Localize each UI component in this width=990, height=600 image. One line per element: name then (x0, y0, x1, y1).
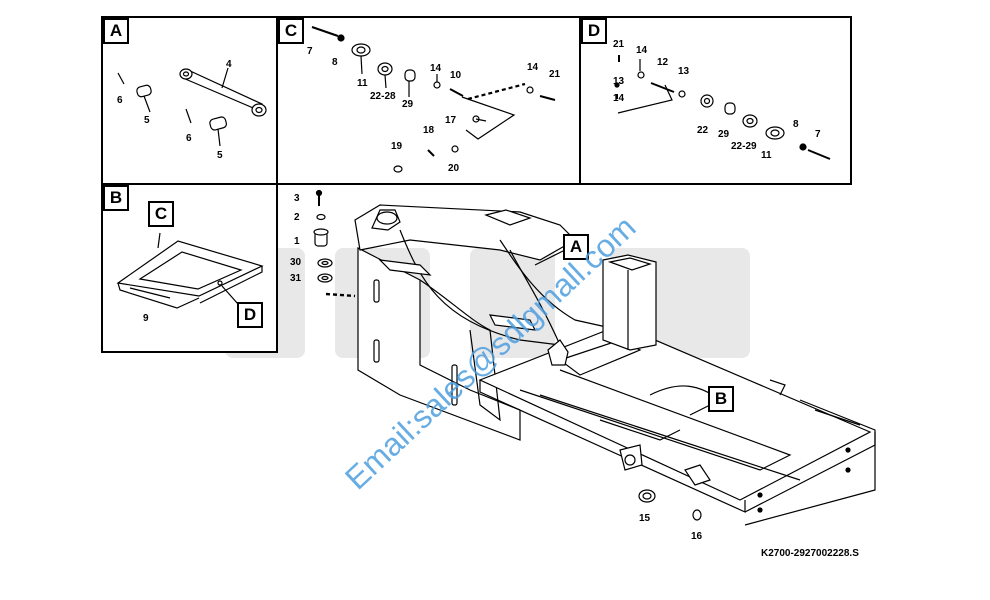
panel-c-tag: C (278, 18, 304, 44)
part-label: 14 (636, 45, 648, 56)
part-label: 11 (761, 150, 772, 161)
panel-a-tag: A (103, 18, 129, 44)
part-label: 5 (217, 150, 223, 161)
part-label: 31 (290, 273, 302, 284)
part-label: 22-28 (370, 91, 396, 102)
part-label: 20 (448, 163, 460, 174)
callout-a-tag: A (563, 234, 589, 260)
panel-d-tag: D (581, 18, 607, 44)
part-label: 18 (423, 125, 435, 136)
part-label: 5 (144, 115, 150, 126)
part-label: 29 (402, 99, 414, 110)
callout-d-tag: D (237, 302, 263, 328)
panel-c (276, 16, 581, 185)
panel-b-plate (116, 232, 264, 309)
part-label: 21 (549, 69, 561, 80)
part-label: 15 (639, 513, 651, 524)
panel-a-pins (117, 72, 227, 147)
part-label: 14 (613, 93, 625, 104)
part-label: 7 (815, 129, 821, 140)
part-label: 16 (691, 531, 703, 542)
part-label: 1 (294, 236, 300, 247)
panel-d-parts (614, 55, 831, 160)
part-label: 22 (697, 125, 709, 136)
drawing-code: K2700-2927002228.S (761, 548, 859, 559)
part-label: 13 (678, 66, 690, 77)
part-label: 14 (430, 63, 442, 74)
main-frame-outline (354, 204, 876, 526)
panel-b-tag: B (103, 185, 129, 211)
panel-c-parts (311, 26, 556, 173)
part-label: 7 (307, 46, 313, 57)
part-label: 17 (445, 115, 457, 126)
callout-b-tag: B (708, 386, 734, 412)
part-label: 6 (186, 133, 192, 144)
callout-c-tag: C (148, 201, 174, 227)
part-label: 8 (793, 119, 799, 130)
part-label: 14 (527, 62, 539, 73)
panel-d (579, 16, 852, 185)
part-label: 30 (290, 257, 302, 268)
part-label: 10 (450, 70, 462, 81)
part-label: 9 (143, 313, 149, 324)
part-label: 8 (332, 57, 338, 68)
part-label: 4 (226, 59, 232, 70)
part-label: 29 (718, 129, 730, 140)
part-label: 21 (613, 39, 625, 50)
part-label: 6 (117, 95, 123, 106)
part-label: 19 (391, 141, 403, 152)
part-label: 11 (357, 78, 368, 89)
part-label: 2 (294, 212, 300, 223)
panel-a-link-bar (179, 67, 267, 117)
part-label: 12 (657, 57, 669, 68)
part-label: 13 (613, 76, 625, 87)
part-label: 22-29 (731, 141, 757, 152)
part-label: 3 (294, 193, 300, 204)
main-exploded-parts (313, 189, 702, 521)
